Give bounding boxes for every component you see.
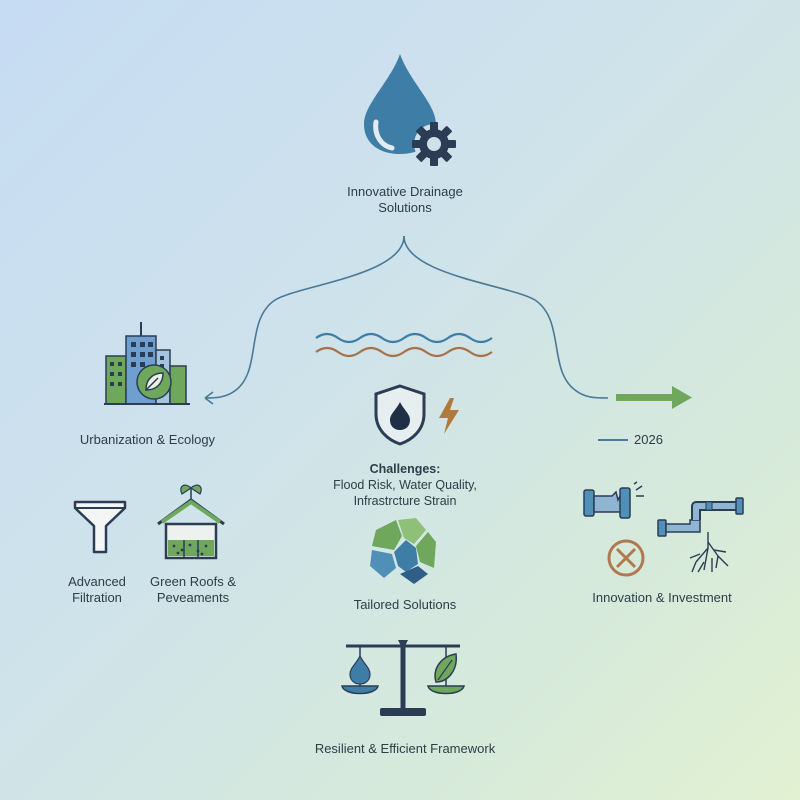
tailored-label: Tailored Solutions	[353, 597, 457, 612]
year-dash	[598, 439, 628, 441]
pipe-roots-icon	[657, 497, 744, 573]
funnel-icon	[73, 500, 127, 554]
green-roofs-line2: Peveaments	[156, 590, 230, 605]
innovation-label: Innovation & Investment	[592, 590, 732, 605]
arrow-right-icon	[616, 386, 692, 409]
green-roofs-label: Green Roofs & Peveaments	[138, 574, 248, 606]
main-title: Innovative Drainage Solutions	[310, 184, 500, 216]
filtration-line1: Advanced	[68, 574, 126, 589]
year-label: 2026	[634, 432, 663, 447]
framework-label: Resilient & Efficient Framework	[314, 741, 496, 756]
green-roofs-line1: Green Roofs &	[150, 574, 236, 589]
shield-icon	[374, 384, 426, 446]
main-title-line1: Innovative Drainage	[347, 184, 463, 199]
challenges-title: Challenges:	[369, 462, 441, 476]
filtration-line2: Filtration	[72, 590, 122, 605]
blocked-icon	[607, 539, 645, 577]
urbanization-label: Urbanization & Ecology	[79, 432, 216, 447]
puzzle-map-icon	[370, 518, 436, 584]
green-house-icon	[157, 484, 225, 560]
lightning-icon	[439, 398, 459, 434]
challenges-line1: Flood Risk, Water Quality,	[333, 478, 477, 492]
challenges-line2: Infrastrcture Strain	[353, 494, 457, 508]
leaf-icon	[136, 364, 172, 400]
broken-pipe-icon	[583, 481, 644, 519]
waves-icon	[315, 332, 493, 358]
filtration-label: Advanced Filtration	[52, 574, 142, 606]
gear-icon	[412, 122, 456, 166]
main-title-line2: Solutions	[378, 200, 432, 215]
challenges-block: Challenges: Flood Risk, Water Quality, I…	[310, 461, 500, 509]
balance-scale-icon	[341, 640, 465, 716]
